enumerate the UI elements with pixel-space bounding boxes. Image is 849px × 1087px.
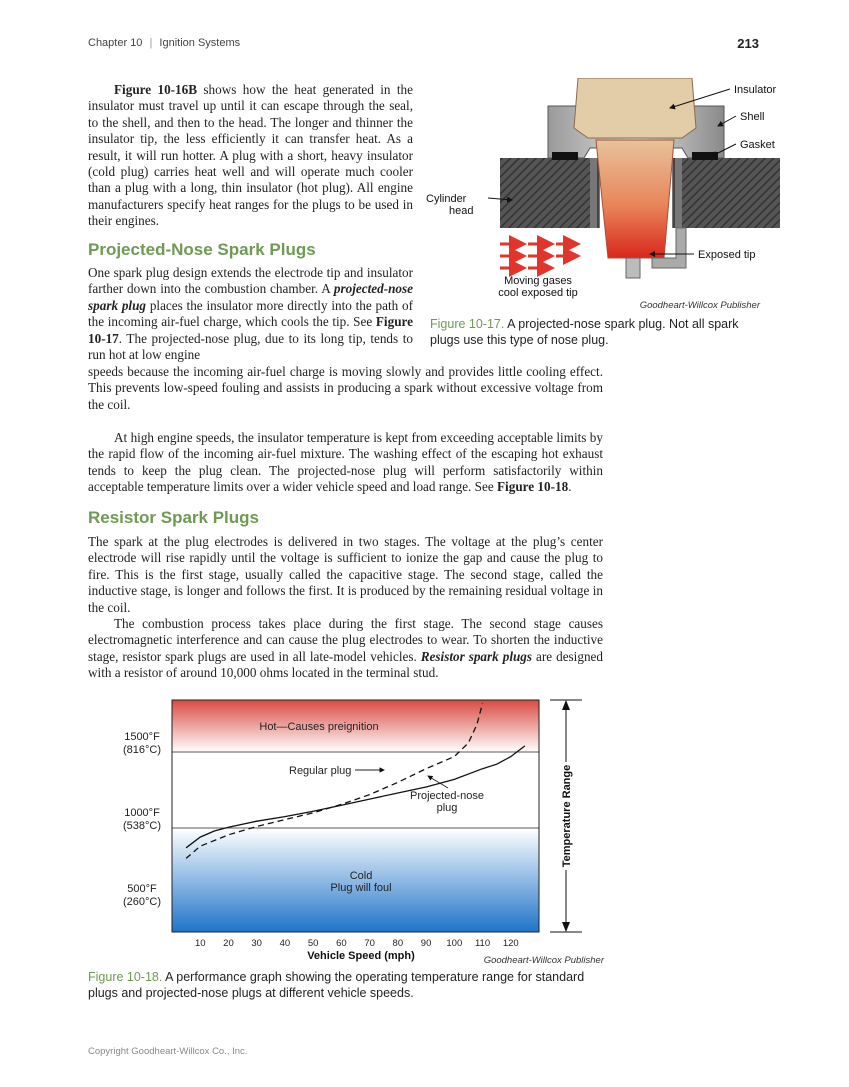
y-tick-label-f: 500°F — [127, 883, 157, 895]
section-heading-resistor: Resistor Spark Plugs — [88, 508, 260, 527]
label-gasket: Gasket — [740, 139, 775, 151]
annotation-regular-plug: Regular plug — [289, 765, 351, 777]
text: are designed with a resistor of around 1… — [88, 648, 603, 681]
label-insulator: Insulator — [734, 84, 777, 96]
figure18-credit: Goodheart-Willcox Publisher — [483, 955, 604, 966]
x-tick-label: 20 — [223, 938, 234, 949]
y-tick-labels: 1500°F(816°C) 1000°F(538°C) 500°F(260°C) — [123, 731, 161, 908]
zone-label-hot: Hot—Causes preignition — [259, 721, 378, 733]
x-tick-label: 70 — [364, 938, 375, 949]
key-term: projected-nose spark plug — [88, 281, 413, 313]
cylinder-head-left — [500, 158, 590, 228]
series-layer — [185, 703, 526, 859]
label-cylinder: Cylinder — [426, 193, 467, 205]
projected-nose-paragraph: One spark plug design extends the electr… — [88, 265, 413, 363]
insulator-body — [573, 78, 697, 139]
section-heading-projected-nose: Projected-Nose Spark Plugs — [88, 240, 316, 259]
label-cool-tip: cool exposed tip — [498, 287, 578, 299]
y-tick-label-c: (816°C) — [123, 744, 161, 756]
y-tick-label-c: (260°C) — [123, 896, 161, 908]
figure-ref: Figure 10-16B — [114, 82, 198, 97]
projected-nose-paragraph-cont: speeds because the incoming air-fuel cha… — [88, 364, 603, 412]
figure17-caption: Figure 10-17. A projected-nose spark plu… — [430, 317, 765, 348]
intro-text: shows how the heat generated in the insu… — [88, 82, 413, 229]
resistor-paragraph-1: The spark at the plug electrodes is deli… — [88, 534, 603, 615]
gas-flow-arrows — [500, 235, 581, 277]
x-tick-label: 50 — [308, 938, 319, 949]
label-moving-gases: Moving gases — [504, 275, 572, 287]
annotation-projected-plug: plug — [437, 802, 458, 814]
chapter-title: Ignition Systems — [159, 37, 241, 49]
plot-frame — [171, 699, 540, 933]
x-tick-label: 110 — [475, 938, 490, 949]
cylinder-head-right — [682, 158, 780, 228]
text: One spark plug design extends the electr… — [88, 265, 413, 297]
text: places the insulator more directly into … — [88, 297, 414, 330]
x-tick-label: 10 — [195, 938, 206, 949]
zone-label-cold: Cold — [350, 870, 373, 882]
cold-zone — [172, 828, 539, 932]
key-term: Resistor spark plugs — [420, 648, 533, 664]
x-tick-label: 60 — [336, 938, 347, 949]
x-tick-label: 30 — [251, 938, 262, 949]
x-tick-labels: 10 20 30 40 50 60 70 80 90 100 110 120 — [195, 938, 519, 949]
text: . The projected-nose plug, due to its lo… — [88, 330, 413, 363]
label-exposed-tip: Exposed tip — [698, 249, 755, 261]
text: At high engine speeds, the insulator tem… — [88, 430, 603, 495]
chapter-number: Chapter 10 — [88, 37, 143, 49]
x-tick-label: 100 — [446, 938, 462, 949]
series-line-regular-plug — [185, 703, 484, 859]
figure18-caption: Figure 10-18. A performance graph showin… — [88, 970, 608, 1001]
figure-ref: Figure 10-17 — [88, 314, 413, 346]
hot-zone — [172, 700, 539, 752]
x-tick-label: 40 — [280, 938, 291, 949]
high-speed-paragraph: At high engine speeds, the insulator tem… — [88, 430, 603, 496]
label-shell: Shell — [740, 111, 764, 123]
y-tick-label-f: 1000°F — [124, 807, 160, 819]
x-tick-label: 90 — [421, 938, 432, 949]
resistor-paragraph-2: The combustion process takes place durin… — [88, 616, 603, 682]
figure-number: Figure 10-18. — [88, 970, 163, 984]
y-tick-label-f: 1500°F — [124, 731, 160, 743]
x-tick-label: 80 — [393, 938, 404, 949]
page-number: 213 — [737, 36, 759, 51]
label-head: head — [449, 205, 473, 217]
x-axis-label: Vehicle Speed (mph) — [307, 950, 415, 962]
zone-label-foul: Plug will foul — [330, 882, 391, 894]
spark-plug-illustration: Insulator Shell Gasket Cylinder head Exp… — [426, 78, 780, 299]
figure-ref: Figure 10-18 — [497, 479, 569, 495]
series-line-projected-nose-plug — [185, 745, 526, 849]
text: The combustion process takes place durin… — [88, 616, 603, 664]
caption-text: A projected-nose spark plug. Not all spa… — [430, 317, 739, 347]
temperature-chart: 10 20 30 40 50 60 70 80 90 100 110 120 1500°F(816°C… — [123, 699, 582, 962]
y-tick-label-c: (538°C) — [123, 820, 161, 832]
copyright-footer: Copyright Goodheart-Willcox Co., Inc. — [88, 1046, 248, 1057]
caption-text: A performance graph showing the operatin… — [88, 970, 585, 1000]
insulator-tip — [595, 139, 675, 259]
intro-paragraph: Figure 10-16B shows how the heat generat… — [88, 82, 413, 230]
running-header: Chapter 10 | Ignition Systems — [88, 37, 241, 49]
figure17-credit: Goodheart-Willcox Publisher — [639, 300, 760, 311]
annotation-projected-nose: Projected-nose — [410, 790, 484, 802]
temperature-range-label: Temperature Range — [561, 765, 573, 868]
text: . — [568, 479, 572, 495]
figure-number: Figure 10-17. — [430, 317, 505, 331]
x-tick-label: 120 — [503, 938, 519, 949]
